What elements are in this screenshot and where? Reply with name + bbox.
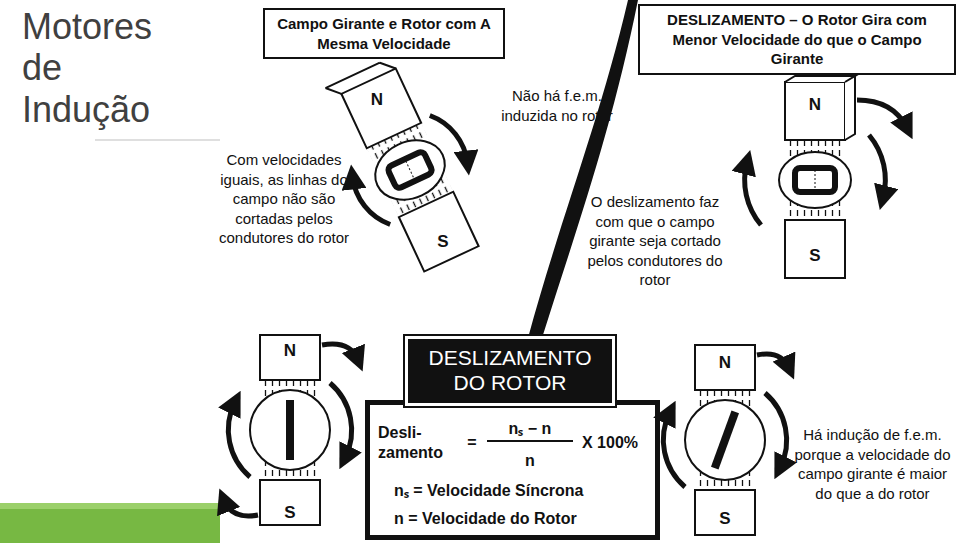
divider-swoosh	[528, 0, 638, 338]
drawing-part	[685, 400, 765, 480]
pole-letter: S	[434, 232, 451, 251]
drawing-part	[260, 335, 320, 380]
drawing-part	[366, 129, 455, 210]
fraction-bar	[487, 440, 573, 442]
callout-note: O deslizamento faz com que o campo giran…	[585, 192, 725, 290]
drawing-part	[795, 168, 835, 192]
header-box: Campo Girante e Rotor com A Mesma Veloci…	[263, 8, 505, 59]
box-text: DESLIZAMENTO – O Rotor Gira com Menor Ve…	[648, 10, 946, 69]
drawing-part	[779, 152, 851, 208]
slide-title: Motores de Indução	[22, 6, 172, 130]
formula-text: Desli- zamento	[378, 423, 452, 463]
formula-text: n	[487, 451, 573, 470]
accent-bar	[0, 503, 220, 543]
drawing-part	[430, 108, 470, 169]
drawing-part	[757, 354, 789, 368]
drawing-part	[785, 82, 845, 140]
accent-bar-highlight	[0, 503, 220, 509]
formula-text: nₛ − n	[487, 419, 573, 438]
drawing-part	[341, 69, 421, 149]
drawing-part	[785, 76, 855, 140]
pole-letter: S	[281, 503, 298, 522]
pole-letter: N	[806, 95, 824, 114]
drawing-part	[350, 171, 390, 232]
title-banner: DESLIZAMENTO DO ROTOR	[405, 336, 615, 406]
drawing-part	[228, 402, 250, 477]
drawing-part	[399, 192, 479, 272]
drawing-part	[695, 490, 755, 535]
pole-letter: N	[716, 353, 734, 372]
header-box: DESLIZAMENTO – O Rotor Gira com Menor Ve…	[638, 4, 956, 75]
drawing-part	[857, 100, 907, 128]
drawing-part	[286, 400, 294, 460]
drawing-part	[745, 162, 761, 225]
callout-note: Com velocidades iguais, as linhas do cam…	[218, 150, 350, 248]
callout-note: Não há f.e.m. induzida no rotor	[498, 86, 616, 125]
formula-text: =	[462, 433, 482, 452]
drawing-part	[406, 161, 414, 179]
drawing-part	[224, 500, 258, 516]
callout-note: Há indução de f.e.m. porque a velocidade…	[790, 425, 955, 503]
drawing-part	[260, 480, 320, 525]
drawing-part	[815, 170, 816, 190]
drawing-part	[387, 151, 433, 190]
formula-panel: Desli- zamento = nₛ − n n X 100% nₛ = Velocid…	[365, 400, 660, 540]
formula-text: nₛ = Velocidade Síncrona	[394, 481, 656, 500]
drawing-part	[785, 220, 845, 278]
motor-slip	[745, 76, 907, 278]
drawing-part	[322, 344, 358, 360]
pole-letter: N	[281, 341, 299, 360]
drawing-part	[695, 345, 755, 390]
drawing-part	[711, 410, 739, 469]
motor-end-view-same	[224, 335, 358, 525]
drawing-part	[765, 393, 787, 468]
drawing-part	[330, 383, 352, 458]
box-text: Campo Girante e Rotor com A Mesma Veloci…	[273, 14, 495, 53]
motor-end-view-slip	[663, 345, 789, 535]
formula-text: n = Velocidade do Rotor	[394, 509, 656, 528]
drawing-part	[250, 390, 330, 470]
box-text: DESLIZAMENTO DO ROTOR	[416, 345, 604, 395]
drawing-part	[663, 412, 685, 487]
pole-letter: N	[368, 90, 386, 109]
formula-text: X 100%	[582, 433, 654, 452]
pole-letter: S	[716, 509, 733, 528]
title-rule	[95, 140, 220, 141]
drawing-part	[869, 135, 885, 198]
pole-letter: S	[806, 246, 823, 265]
